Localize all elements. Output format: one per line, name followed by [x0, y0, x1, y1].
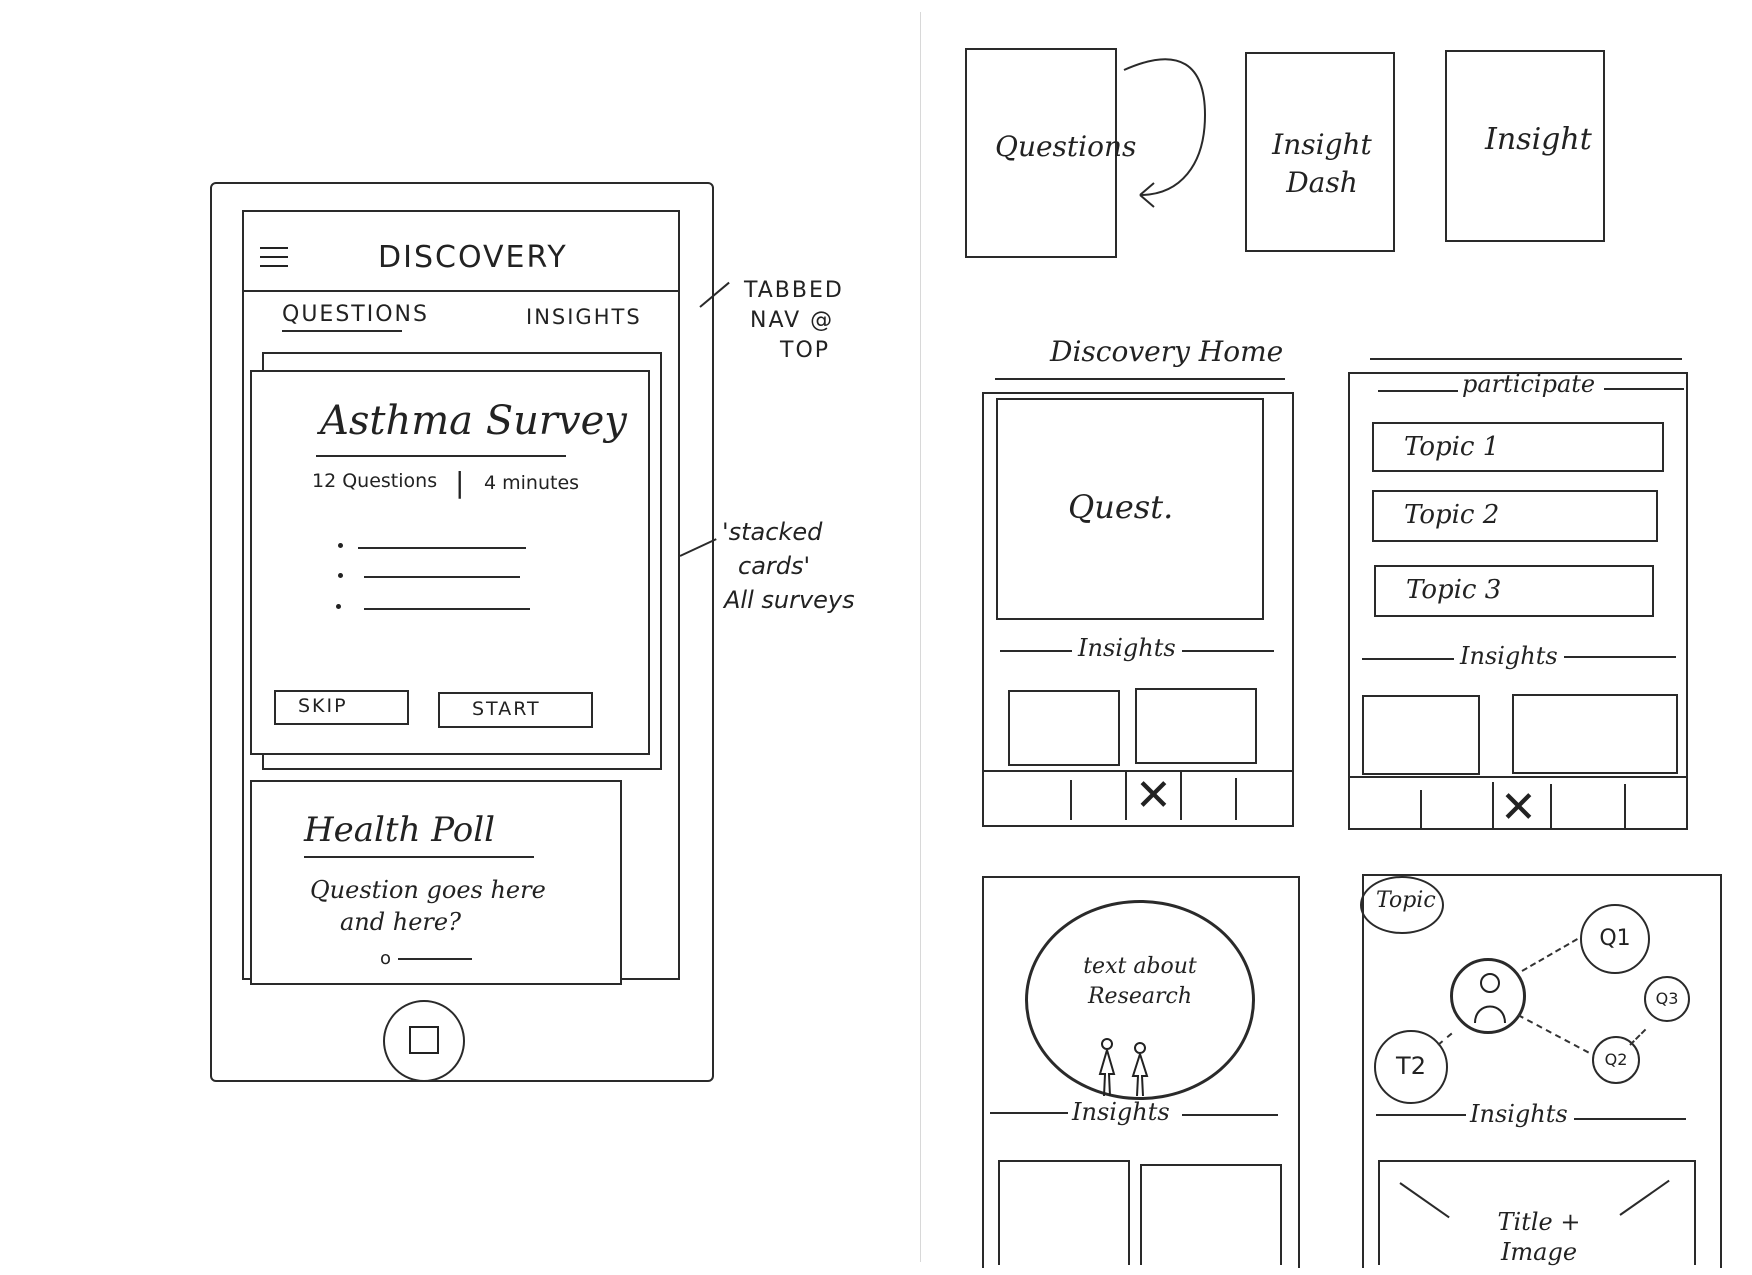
- topic-row-2[interactable]: Topic 2: [1372, 490, 1658, 542]
- app-title: DISCOVERY: [378, 240, 568, 275]
- flow-questions-screen: Questions: [965, 48, 1136, 258]
- phone-frame: [210, 182, 714, 1082]
- t2-node: T2: [1374, 1030, 1448, 1104]
- poll-card[interactable]: [250, 780, 622, 985]
- title-image-card: Title + Image: [1378, 1160, 1696, 1266]
- page-divider: [920, 12, 921, 1262]
- start-button[interactable]: START: [438, 692, 593, 728]
- poll-title: Health Poll: [304, 810, 496, 850]
- poll-question-line1: Question goes here: [310, 876, 546, 904]
- poll-answer-marker: o: [380, 948, 392, 969]
- question-count: 12 Questions: [312, 470, 438, 492]
- research-frame: [982, 876, 1300, 1268]
- research-ring: [1025, 900, 1255, 1100]
- survey-duration: 4 minutes: [484, 472, 580, 494]
- home-button[interactable]: [383, 1000, 465, 1082]
- topic-row-3[interactable]: Topic 3: [1374, 565, 1654, 617]
- q3-node: Q3: [1644, 976, 1690, 1022]
- q1-node: Q1: [1580, 904, 1650, 974]
- tab-insights[interactable]: INSIGHTS: [526, 305, 642, 329]
- q2-node: Q2: [1592, 1036, 1640, 1084]
- survey-title: Asthma Survey: [320, 398, 627, 444]
- discovery-home-frame: [982, 392, 1294, 827]
- tab-questions-underline: [282, 330, 402, 332]
- quest-card: Quest.: [996, 398, 1264, 620]
- skip-button[interactable]: SKIP: [274, 690, 409, 725]
- topic-bubble: Topic: [1360, 876, 1444, 934]
- flow-insight-screen: Insight: [1445, 50, 1605, 242]
- participate-heading: participate: [1462, 370, 1596, 398]
- person-avatar-icon: [1450, 958, 1526, 1034]
- flow-insight-dash-screen: Insight Dash: [1245, 52, 1395, 252]
- flow-arrow: [1123, 58, 1207, 208]
- tab-questions[interactable]: QUESTIONS: [282, 302, 429, 327]
- poll-question-line2: and here?: [340, 908, 461, 936]
- participate-frame: [1348, 372, 1688, 830]
- x-mark-icon: ✕: [1500, 782, 1537, 833]
- topic-row-1[interactable]: Topic 1: [1372, 422, 1664, 472]
- hamburger-menu-icon[interactable]: [260, 247, 288, 267]
- participate-insights-label: Insights: [1460, 642, 1558, 670]
- x-mark-icon: ✕: [1135, 770, 1172, 821]
- home-insights-label: Insights: [1078, 634, 1176, 662]
- discovery-home-heading: Discovery Home: [1050, 335, 1284, 368]
- people-icon: [1098, 1038, 1149, 1097]
- meta-separator: |: [455, 466, 465, 499]
- topic-map-insights-label: Insights: [1470, 1100, 1568, 1128]
- topic-map-frame: [1362, 874, 1722, 1268]
- square-home-icon: [409, 1026, 439, 1054]
- research-insights-label: Insights: [1072, 1098, 1170, 1126]
